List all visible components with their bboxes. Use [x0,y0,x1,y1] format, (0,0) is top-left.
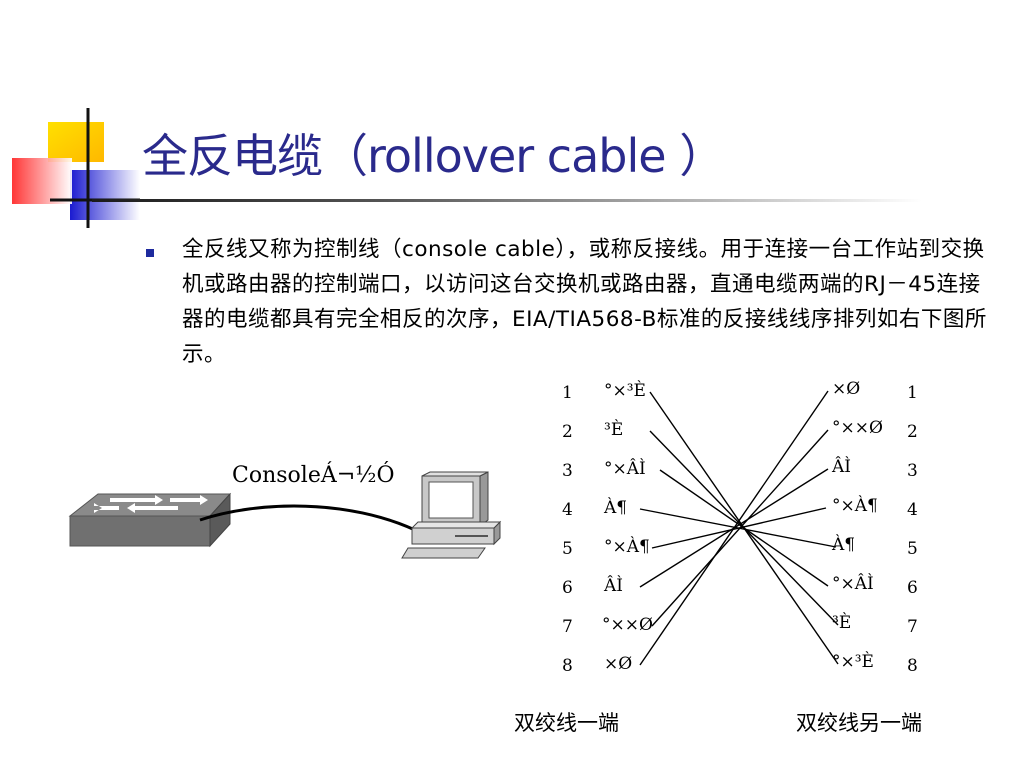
wire-6 [639,468,829,588]
left-pin-label: °×À¶ [604,537,650,557]
logo-blue-block [70,170,140,220]
right-pin-label: °×ÂÌ [832,574,874,594]
body-paragraph: 全反线又称为控制线（console cable），或称反接线。用于连接一台工作站… [182,237,987,367]
right-pin-number: 6 [907,578,918,598]
right-pin-label: ³È [832,613,852,633]
right-pin-label: °××Ø [832,418,883,438]
left-pin-label: °×³È [604,381,646,401]
bullet-icon [146,249,154,257]
computer-icon [401,471,502,559]
left-pin-number: 5 [562,539,573,559]
right-end-caption: 双绞线另一端 [796,711,922,735]
wire-1 [649,391,839,665]
left-pin-number: 3 [562,461,573,481]
right-pin-label: À¶ [832,535,856,555]
right-pin-label: °×³È [832,652,874,672]
right-pin-label: ×Ø [832,379,861,399]
wire-5 [651,507,827,549]
left-pin-label: ÂÌ [604,576,623,596]
right-pin-label: ÂÌ [832,457,851,477]
console-connection-illustration [68,471,502,559]
right-pin-number: 7 [907,617,918,637]
left-pin-number: 8 [562,656,573,676]
right-pin-number: 2 [907,422,918,442]
right-pin-number: 1 [907,383,918,403]
right-pin-label: °×À¶ [832,496,878,516]
right-pin-number: 5 [907,539,918,559]
wire-2 [649,430,839,626]
left-pin-number: 2 [562,422,573,442]
decorative-logo [12,108,140,228]
left-pin-label: À¶ [604,498,628,518]
console-connection-label: ConsoleÁ¬½Ó [232,463,395,488]
switch-icon [68,492,232,548]
wire-4 [639,508,837,548]
left-end-caption: 双绞线一端 [514,711,619,735]
left-pin-label: °×ÂÌ [604,459,646,479]
left-pin-number: 6 [562,578,573,598]
right-pin-number: 4 [907,500,918,520]
logo-yellow-block [48,122,104,162]
left-pin-label: °××Ø [602,615,653,635]
left-pin-label: ³È [604,420,624,440]
right-pin-number: 3 [907,461,918,481]
wire-3 [659,469,829,587]
left-pin-number: 4 [562,500,573,520]
title-divider [92,199,922,202]
wire-8 [639,390,829,666]
right-pin-number: 8 [907,656,918,676]
left-pin-number: 1 [562,383,573,403]
wire-7 [651,429,829,627]
page-title: 全反电缆（rollover cable ） [142,129,725,183]
console-cable [199,504,416,532]
left-pin-label: ×Ø [604,654,633,674]
left-pin-number: 7 [562,617,573,637]
logo-red-block [12,158,72,204]
